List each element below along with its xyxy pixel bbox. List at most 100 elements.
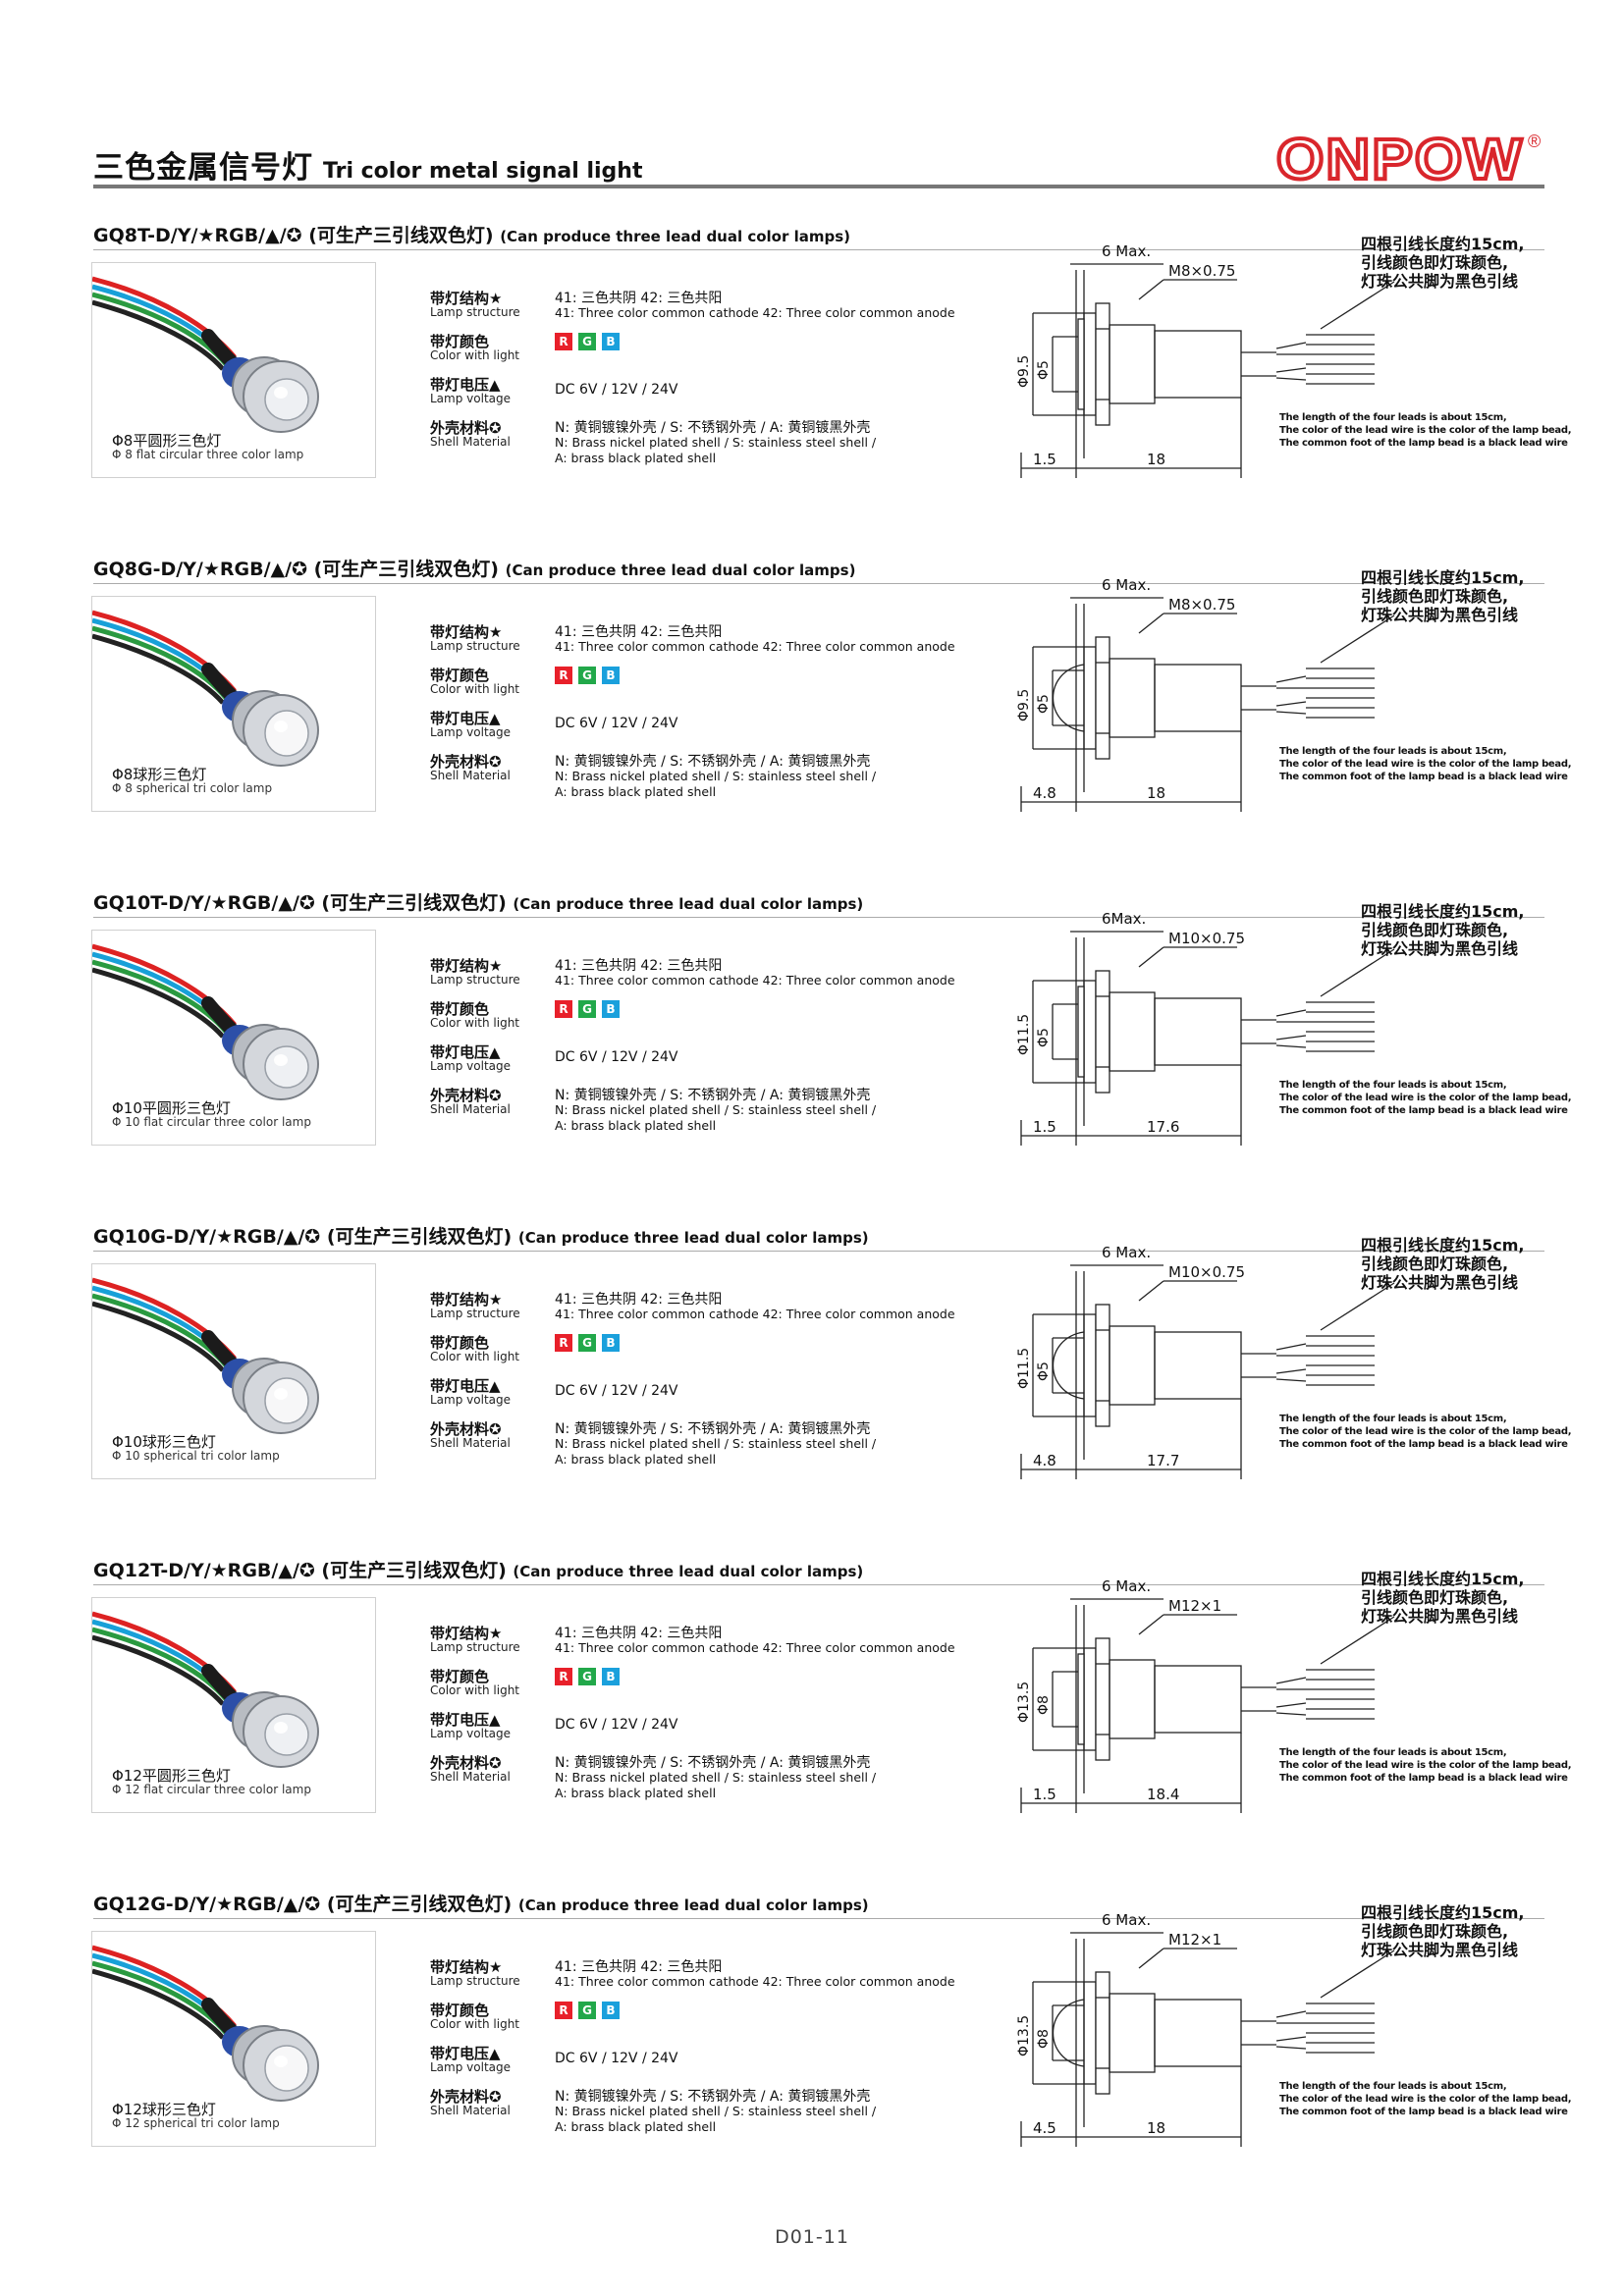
label-color-en: Color with light [430, 1683, 520, 1697]
dim-body-label: 18 [1147, 2119, 1165, 2137]
dim-body-label: 18.4 [1147, 1786, 1179, 1803]
lead-wires-drawing [1241, 281, 1395, 385]
label-structure-cn: 带灯结构★ [430, 623, 503, 641]
dim-max-label: 6 Max. [1102, 1244, 1151, 1261]
model-note: (Can produce three lead dual color lamps… [517, 1896, 869, 1914]
label-shell-cn: 外壳材料✪ [430, 419, 502, 437]
value-structure-cn: 41: 三色共阴 42: 三色共阳 [555, 1959, 723, 1975]
lead-wires-drawing [1241, 1949, 1395, 2054]
label-shell-en: Shell Material [430, 435, 511, 449]
page-title-en: Tri color metal signal light [323, 159, 643, 184]
photo-caption-cn: Φ8球形三色灯 [112, 766, 207, 783]
lead-note-cn: 四根引线长度约15cm, 引线颜色即灯珠颜色, 灯珠公共脚为黑色引线 [1361, 1236, 1525, 1292]
dim-outer-label: Φ11.5 [1016, 1014, 1032, 1055]
value-structure-en: 41: Three color common cathode 42: Three… [555, 305, 955, 320]
lens-highlight [274, 1388, 288, 1400]
flat-lens-outline [1077, 986, 1085, 1078]
dim-body-label: 17.6 [1147, 1118, 1179, 1136]
label-structure-en: Lamp structure [430, 1640, 520, 1654]
dimension-drawing: 6 Max. M12×1 Φ13.5 Φ8 1.5 18.4 四根引线长度约15… [982, 1556, 1572, 1850]
model-code: GQ10G-D/Y/★RGB/▲/✪ (可生产三引线双色灯) [93, 1226, 513, 1248]
dim-inner-label: Φ5 [1036, 1362, 1052, 1381]
dim-body-label: 18 [1147, 784, 1165, 802]
color-box-red: R [555, 1334, 572, 1352]
model-note: (Can produce three lead dual color lamps… [513, 895, 864, 913]
label-shell-cn: 外壳材料✪ [430, 2088, 502, 2106]
lamp-front [1052, 664, 1085, 732]
product-photo [92, 1277, 319, 1434]
lead-wires [92, 1945, 246, 2045]
lead-wires [92, 1611, 246, 1711]
value-shell-en-1: N: Brass nickel plated shell / S: stainl… [555, 2104, 877, 2118]
product-model-title: GQ10T-D/Y/★RGB/▲/✪ (可生产三引线双色灯) (Can prod… [93, 888, 863, 915]
logo-text: ONPOW [1276, 128, 1524, 187]
dimension-drawing-svg: 6Max. M10×0.75 Φ11.5 Φ5 1.5 17.6 [1016, 910, 1395, 1146]
label-structure-cn: 带灯结构★ [430, 1958, 503, 1976]
model-code: GQ8T-D/Y/★RGB/▲/✪ (可生产三引线双色灯) [93, 225, 494, 246]
model-note: (Can produce three lead dual color lamps… [517, 1229, 869, 1247]
dim-thread-label: M10×0.75 [1168, 1263, 1245, 1281]
dimension-drawing: 6 Max. M8×0.75 Φ9.5 Φ5 1.5 18 四根引线长度约15c… [982, 221, 1572, 515]
color-box-green: G [578, 2002, 596, 2019]
dim-inner-label: Φ5 [1036, 1028, 1052, 1047]
dim-max-label: 6 Max. [1102, 1911, 1151, 1929]
label-voltage-en: Lamp voltage [430, 1059, 511, 1073]
rear-body [1154, 1999, 1242, 2067]
value-structure-cn: 41: 三色共阴 42: 三色共阳 [555, 624, 723, 640]
section-divider [93, 583, 1544, 584]
page-header: 三色金属信号灯 Tri color metal signal light [93, 142, 642, 187]
lamp-nut [1095, 1971, 1110, 2095]
model-note: (Can produce three lead dual color lamps… [513, 1563, 864, 1580]
lamp-lens [264, 1377, 309, 1424]
lead-note-cn: 四根引线长度约15cm, 引线颜色即灯珠颜色, 灯珠公共脚为黑色引线 [1361, 1570, 1525, 1626]
value-structure-cn: 41: 三色共阴 42: 三色共阳 [555, 1626, 723, 1641]
label-color-en: Color with light [430, 1350, 520, 1363]
color-box-green: G [578, 1334, 596, 1352]
section-divider [93, 1251, 1544, 1252]
dim-front-label: 4.8 [1033, 1452, 1056, 1469]
lamp-lens [264, 378, 309, 421]
page-title-cn: 三色金属信号灯 [93, 150, 313, 186]
value-shell-en-1: N: Brass nickel plated shell / S: stainl… [555, 769, 877, 783]
lamp-bezel [1083, 646, 1097, 750]
label-structure-en: Lamp structure [430, 1307, 520, 1320]
lead-wires-drawing [1241, 1282, 1395, 1386]
model-code: GQ12G-D/Y/★RGB/▲/✪ (可生产三引线双色灯) [93, 1894, 513, 1915]
photo-caption-en: Φ 12 spherical tri color lamp [112, 2116, 280, 2130]
label-voltage-en: Lamp voltage [430, 725, 511, 739]
lamp-lens [264, 710, 309, 757]
product-section-3: GQ10T-D/Y/★RGB/▲/✪ (可生产三引线双色灯) (Can prod… [0, 888, 1624, 1183]
product-photo-frame: Φ10平圆形三色灯 Φ 10 flat circular three color… [91, 930, 376, 1146]
value-voltage: DC 6V / 12V / 24V [555, 1049, 678, 1065]
value-structure-cn: 41: 三色共阴 42: 三色共阳 [555, 291, 723, 306]
lens-highlight [274, 1722, 288, 1734]
color-box-green: G [578, 1668, 596, 1685]
rear-body [1154, 664, 1242, 732]
lamp-front [1077, 1653, 1085, 1745]
label-color-cn: 带灯颜色 [430, 2002, 490, 2019]
label-color-cn: 带灯颜色 [430, 1668, 490, 1685]
lamp-lens [264, 2045, 309, 2092]
label-voltage-en: Lamp voltage [430, 1727, 511, 1740]
value-voltage: DC 6V / 12V / 24V [555, 1383, 678, 1399]
product-model-title: GQ8G-D/Y/★RGB/▲/✪ (可生产三引线双色灯) (Can produ… [93, 555, 855, 581]
label-shell-en: Shell Material [430, 769, 511, 782]
dimension-drawing-svg: 6 Max. M12×1 Φ13.5 Φ8 1.5 18.4 [1016, 1577, 1395, 1813]
photo-caption-cn: Φ12平圆形三色灯 [112, 1767, 231, 1785]
lamp-lens [264, 1713, 309, 1756]
dim-thread-label: M10×0.75 [1168, 930, 1245, 947]
dome-lens-outline [1052, 664, 1085, 732]
value-shell-cn: N: 黄铜镀镍外壳 / S: 不锈钢外壳 / A: 黄铜镀黑外壳 [555, 1088, 871, 1103]
product-photo-frame: Φ8平圆形三色灯 Φ 8 flat circular three color l… [91, 262, 376, 478]
product-photo [92, 610, 319, 767]
product-section-4: GQ10G-D/Y/★RGB/▲/✪ (可生产三引线双色灯) (Can prod… [0, 1222, 1624, 1517]
photo-caption-en: Φ 12 flat circular three color lamp [112, 1783, 311, 1796]
value-shell-en-1: N: Brass nickel plated shell / S: stainl… [555, 1770, 877, 1785]
dim-front-label: 4.5 [1033, 2119, 1056, 2137]
value-structure-en: 41: Three color common cathode 42: Three… [555, 639, 955, 654]
product-photo-frame: Φ8球形三色灯 Φ 8 spherical tri color lamp [91, 596, 376, 812]
value-voltage: DC 6V / 12V / 24V [555, 382, 678, 398]
flat-lens-outline [1077, 318, 1085, 410]
